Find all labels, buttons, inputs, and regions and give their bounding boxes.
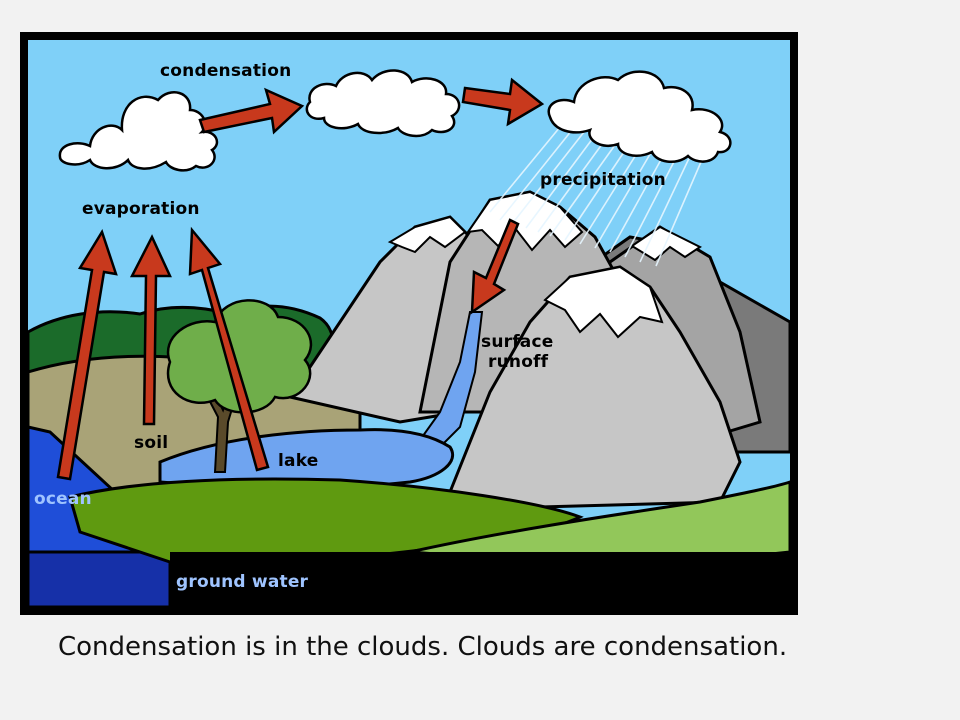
label-ocean: ocean (34, 489, 92, 509)
tree (166, 299, 313, 473)
arrow-evaporation-lake (188, 226, 270, 472)
ground-bottom (170, 552, 790, 607)
label-precipitation: precipitation (540, 170, 666, 190)
arrow-evaporation-soil (129, 234, 172, 426)
snow-center (465, 190, 584, 252)
arrow-precipitation (470, 218, 520, 315)
arrow-evaporation-ocean (56, 229, 118, 481)
arrow-condensation-2 (461, 77, 545, 127)
cloud-right (547, 70, 732, 164)
label-runoff: runoff (488, 352, 549, 372)
label-surface: surface (481, 332, 553, 352)
cloud-middle (305, 69, 461, 138)
ground-water (26, 550, 172, 609)
label-lake: lake (278, 451, 318, 471)
snow-left (387, 215, 467, 254)
label-soil: soil (134, 433, 168, 453)
label-ground-water: ground water (176, 572, 309, 592)
water-cycle-diagram: condensation evaporation precipitation s… (20, 32, 798, 615)
arrows (56, 77, 545, 481)
arrow-condensation-1 (198, 87, 305, 135)
caption: Condensation is in the clouds. Clouds ar… (58, 632, 788, 662)
label-condensation: condensation (160, 61, 291, 81)
rain-streaks (489, 126, 705, 267)
snow-front-right (543, 265, 664, 339)
label-evaporation: evaporation (82, 199, 200, 219)
cloud-left (58, 91, 219, 172)
